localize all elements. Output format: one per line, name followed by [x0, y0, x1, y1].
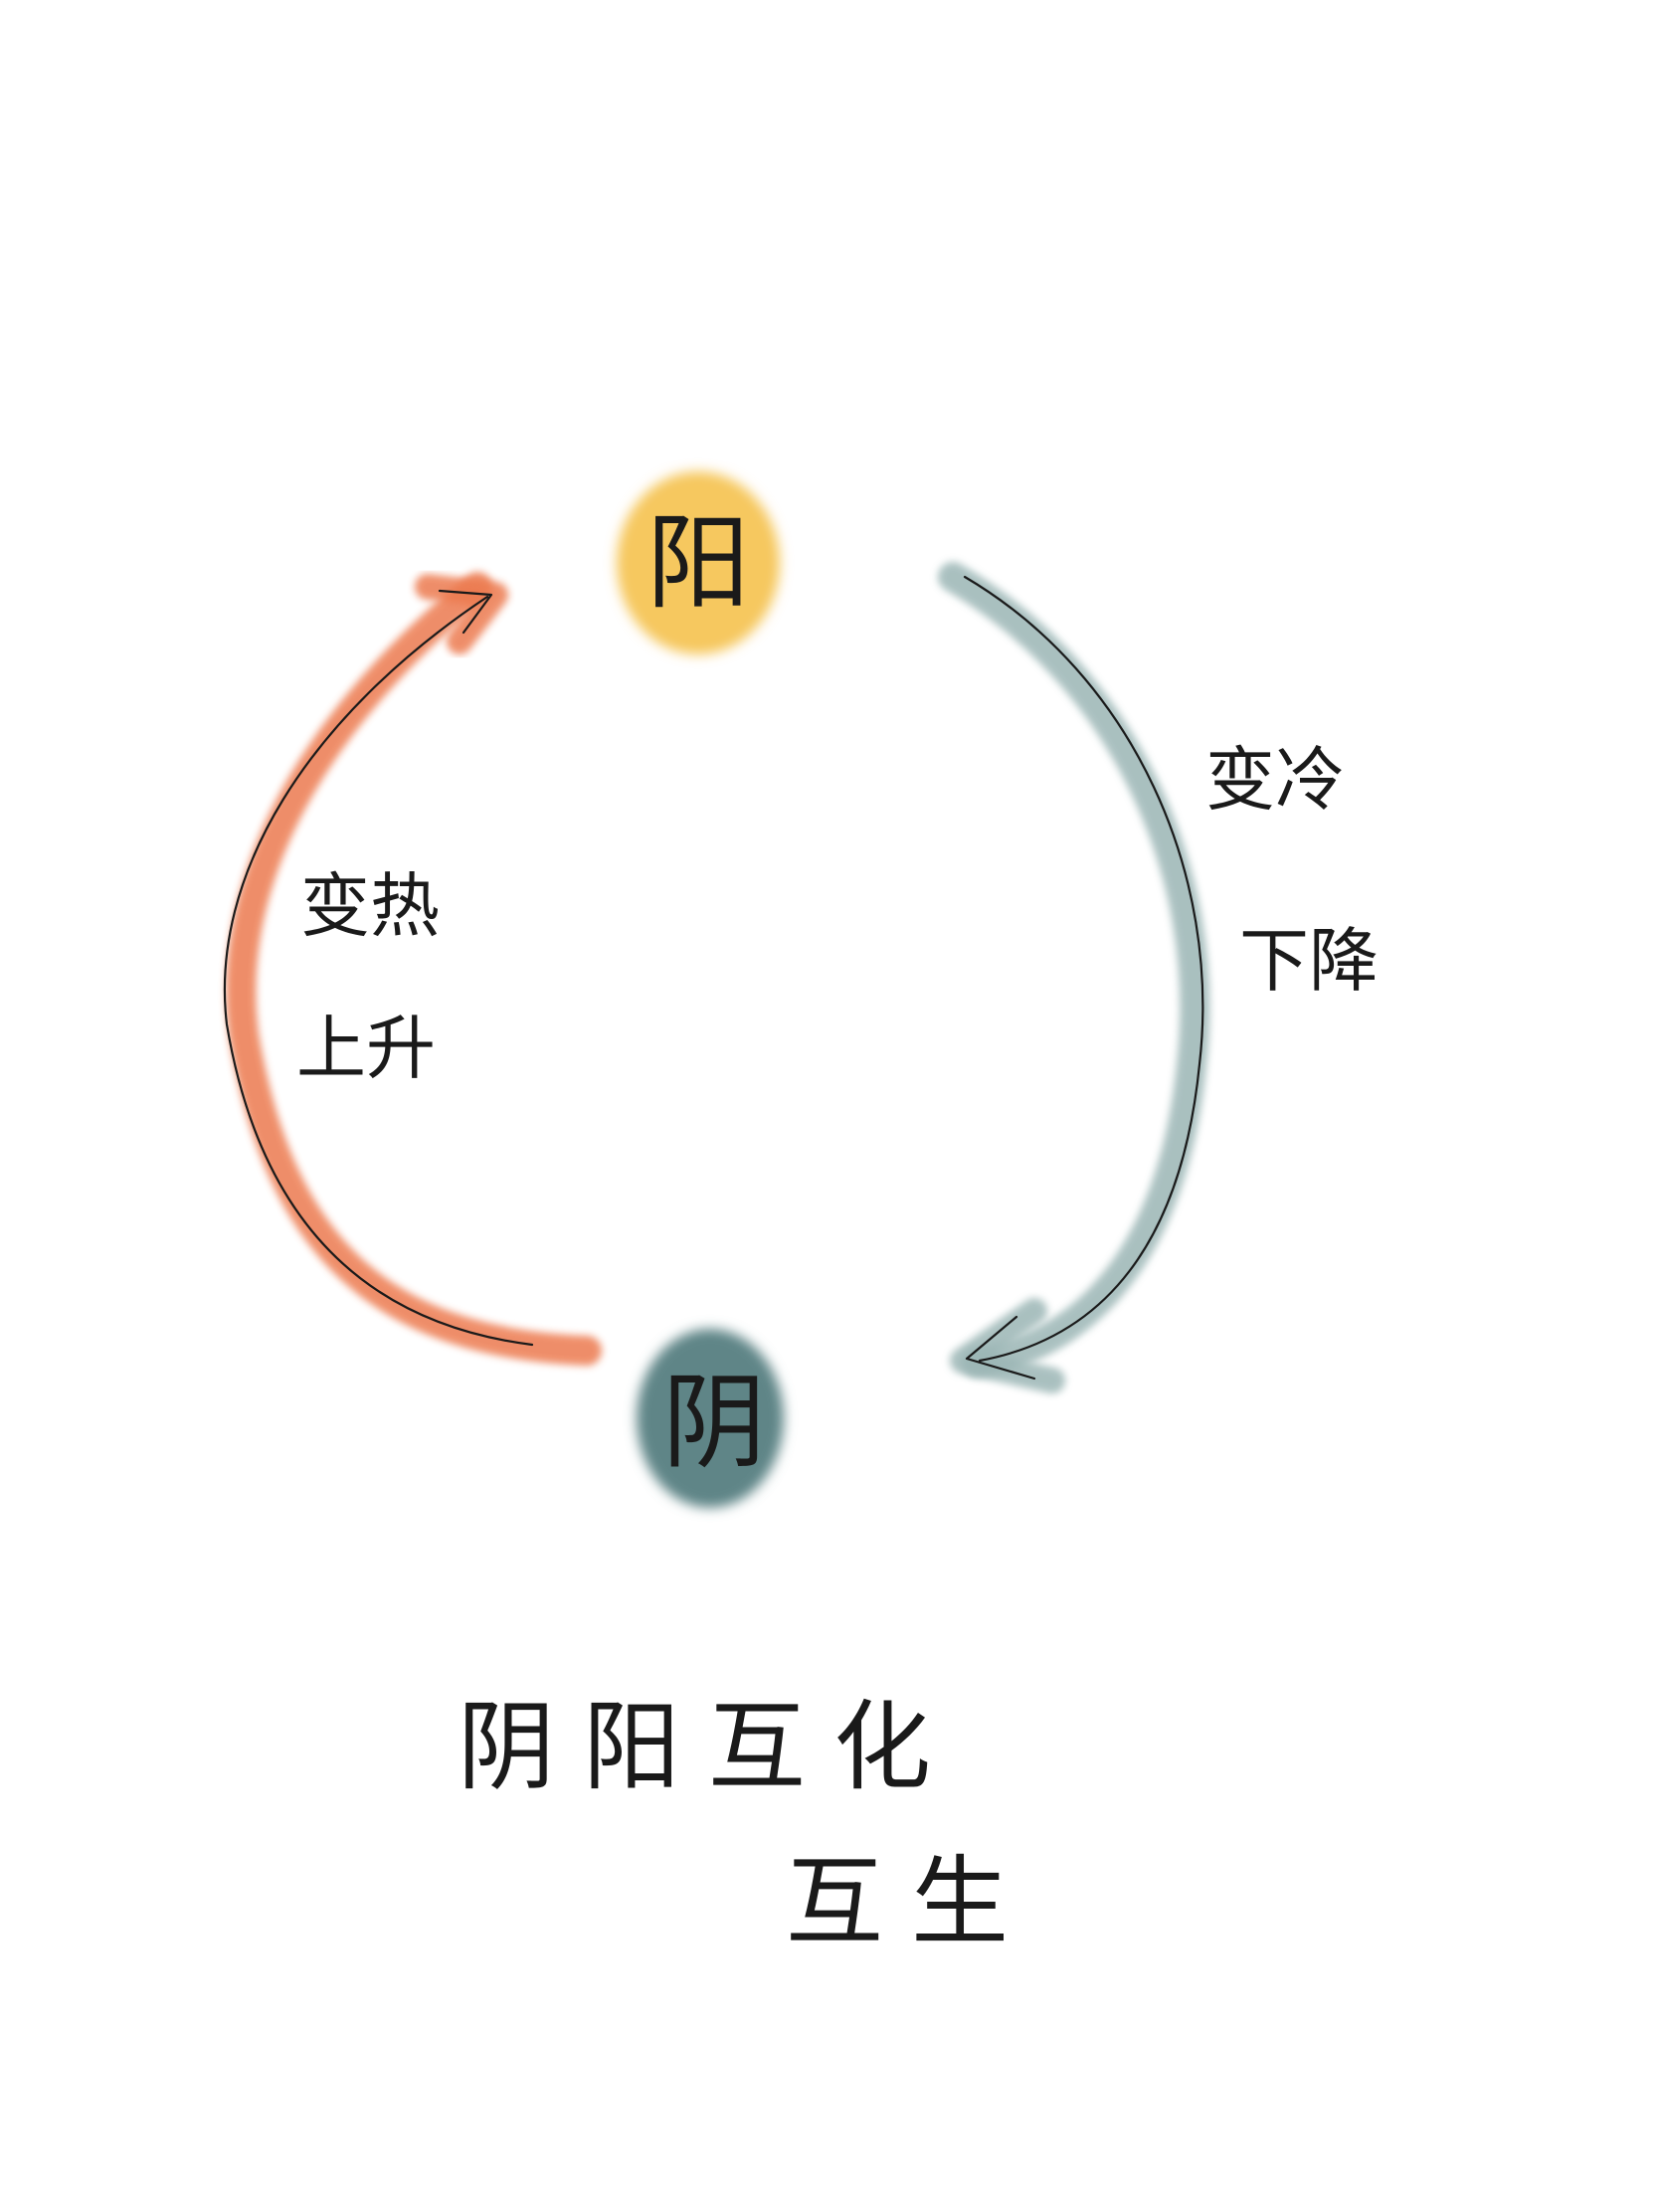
left-arc-wash-head: [415, 574, 508, 654]
left-arc-arrowhead: [438, 589, 493, 635]
caption-line-2: 互生: [786, 1846, 1036, 1959]
right-arc-label-2: 下降: [1239, 920, 1379, 1002]
right-arc-line: [963, 575, 1204, 1363]
yin-blob: [637, 1329, 784, 1508]
left-arc-line: [223, 595, 534, 1347]
yin-label: 阴: [662, 1362, 766, 1483]
yang-label: 阳: [646, 502, 750, 624]
right-arc-label-1: 变冷: [1205, 739, 1345, 821]
right-arc-arrowhead: [965, 1315, 1036, 1381]
left-arc: [223, 572, 602, 1366]
left-arc-label-2: 上升: [296, 1008, 436, 1089]
yang-blob: [617, 471, 780, 654]
yin-node: 阴: [637, 1329, 784, 1508]
yang-node: 阳: [617, 471, 780, 654]
left-arc-label-1: 变热: [300, 865, 440, 947]
left-arc-wash: [226, 572, 602, 1366]
caption-line-1: 阴阳互化: [458, 1691, 959, 1804]
right-arc: [938, 562, 1210, 1393]
right-arc-wash: [938, 562, 1210, 1378]
